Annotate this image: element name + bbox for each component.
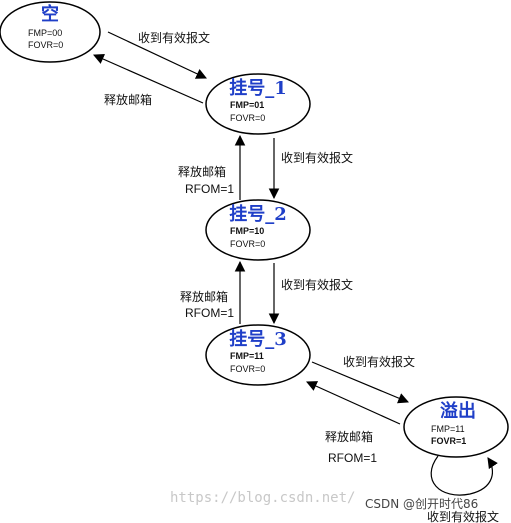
label-recv-2-3: 收到有效报文: [281, 277, 353, 292]
label-release-overflow-3: 释放邮箱: [325, 429, 373, 444]
state-pending-2-title: 挂号_2: [229, 203, 287, 225]
state-pending-1-ellipse: [205, 73, 311, 135]
label-release-2-1: 释放邮箱: [178, 164, 226, 179]
arrow-overflow-self-loop: [430, 455, 498, 496]
label-rfom-3-2: RFOM=1: [185, 306, 234, 320]
state-overflow: 溢出 FMP=11 FOVR=1: [403, 396, 509, 458]
state-overflow-title: 溢出: [440, 400, 476, 422]
state-pending-1: 挂号_1 FMP=01 FOVR=0: [205, 73, 311, 135]
state-pending-2-fmp: FMP=10: [230, 226, 264, 236]
state-pending-2-fovr: FOVR=0: [230, 239, 265, 249]
label-release-1-empty: 释放邮箱: [104, 92, 152, 107]
state-empty-fmp: FMP=00: [28, 28, 62, 38]
state-empty-ellipse: [0, 1, 101, 63]
arrow-empty-to-pending-1: [107, 31, 207, 79]
label-recv-empty-1: 收到有效报文: [138, 30, 210, 45]
label-recv-1-2: 收到有效报文: [281, 150, 353, 165]
state-empty-fovr: FOVR=0: [28, 40, 63, 50]
label-recv-overflow-self: 收到有效报文: [427, 509, 499, 523]
state-pending-3-ellipse: [205, 324, 311, 386]
state-pending-1-title: 挂号_1: [229, 77, 287, 99]
watermark-url: https://blog.csdn.net/: [170, 490, 355, 506]
state-pending-3: 挂号_3 FMP=11 FOVR=0: [205, 324, 311, 386]
arrow-pending-1-to-empty: [93, 53, 204, 104]
state-pending-3-title: 挂号_3: [229, 328, 287, 350]
state-overflow-fovr: FOVR=1: [431, 436, 466, 446]
csdn-credit: CSDN @创开时代86: [365, 497, 478, 511]
label-rfom-overflow-3: RFOM=1: [328, 451, 377, 465]
state-overflow-fmp: FMP=11: [431, 424, 465, 434]
arrow-pending-3-to-overflow: [311, 361, 409, 404]
state-empty-title: 空: [41, 3, 59, 25]
arrow-overflow-to-pending-3: [306, 381, 401, 425]
state-pending-1-fovr: FOVR=0: [230, 113, 265, 123]
label-release-3-2: 释放邮箱: [180, 289, 228, 304]
state-pending-2-ellipse: [205, 199, 311, 261]
label-recv-3-overflow: 收到有效报文: [343, 354, 415, 369]
state-pending-1-fmp: FMP=01: [230, 100, 264, 110]
state-pending-3-fovr: FOVR=0: [230, 364, 265, 374]
state-pending-2: 挂号_2 FMP=10 FOVR=0: [205, 199, 311, 261]
state-overflow-ellipse: [403, 396, 509, 458]
state-empty: 空 FMP=00 FOVR=0: [0, 1, 101, 63]
state-pending-3-fmp: FMP=11: [230, 351, 264, 361]
label-rfom-2-1: RFOM=1: [185, 182, 234, 196]
